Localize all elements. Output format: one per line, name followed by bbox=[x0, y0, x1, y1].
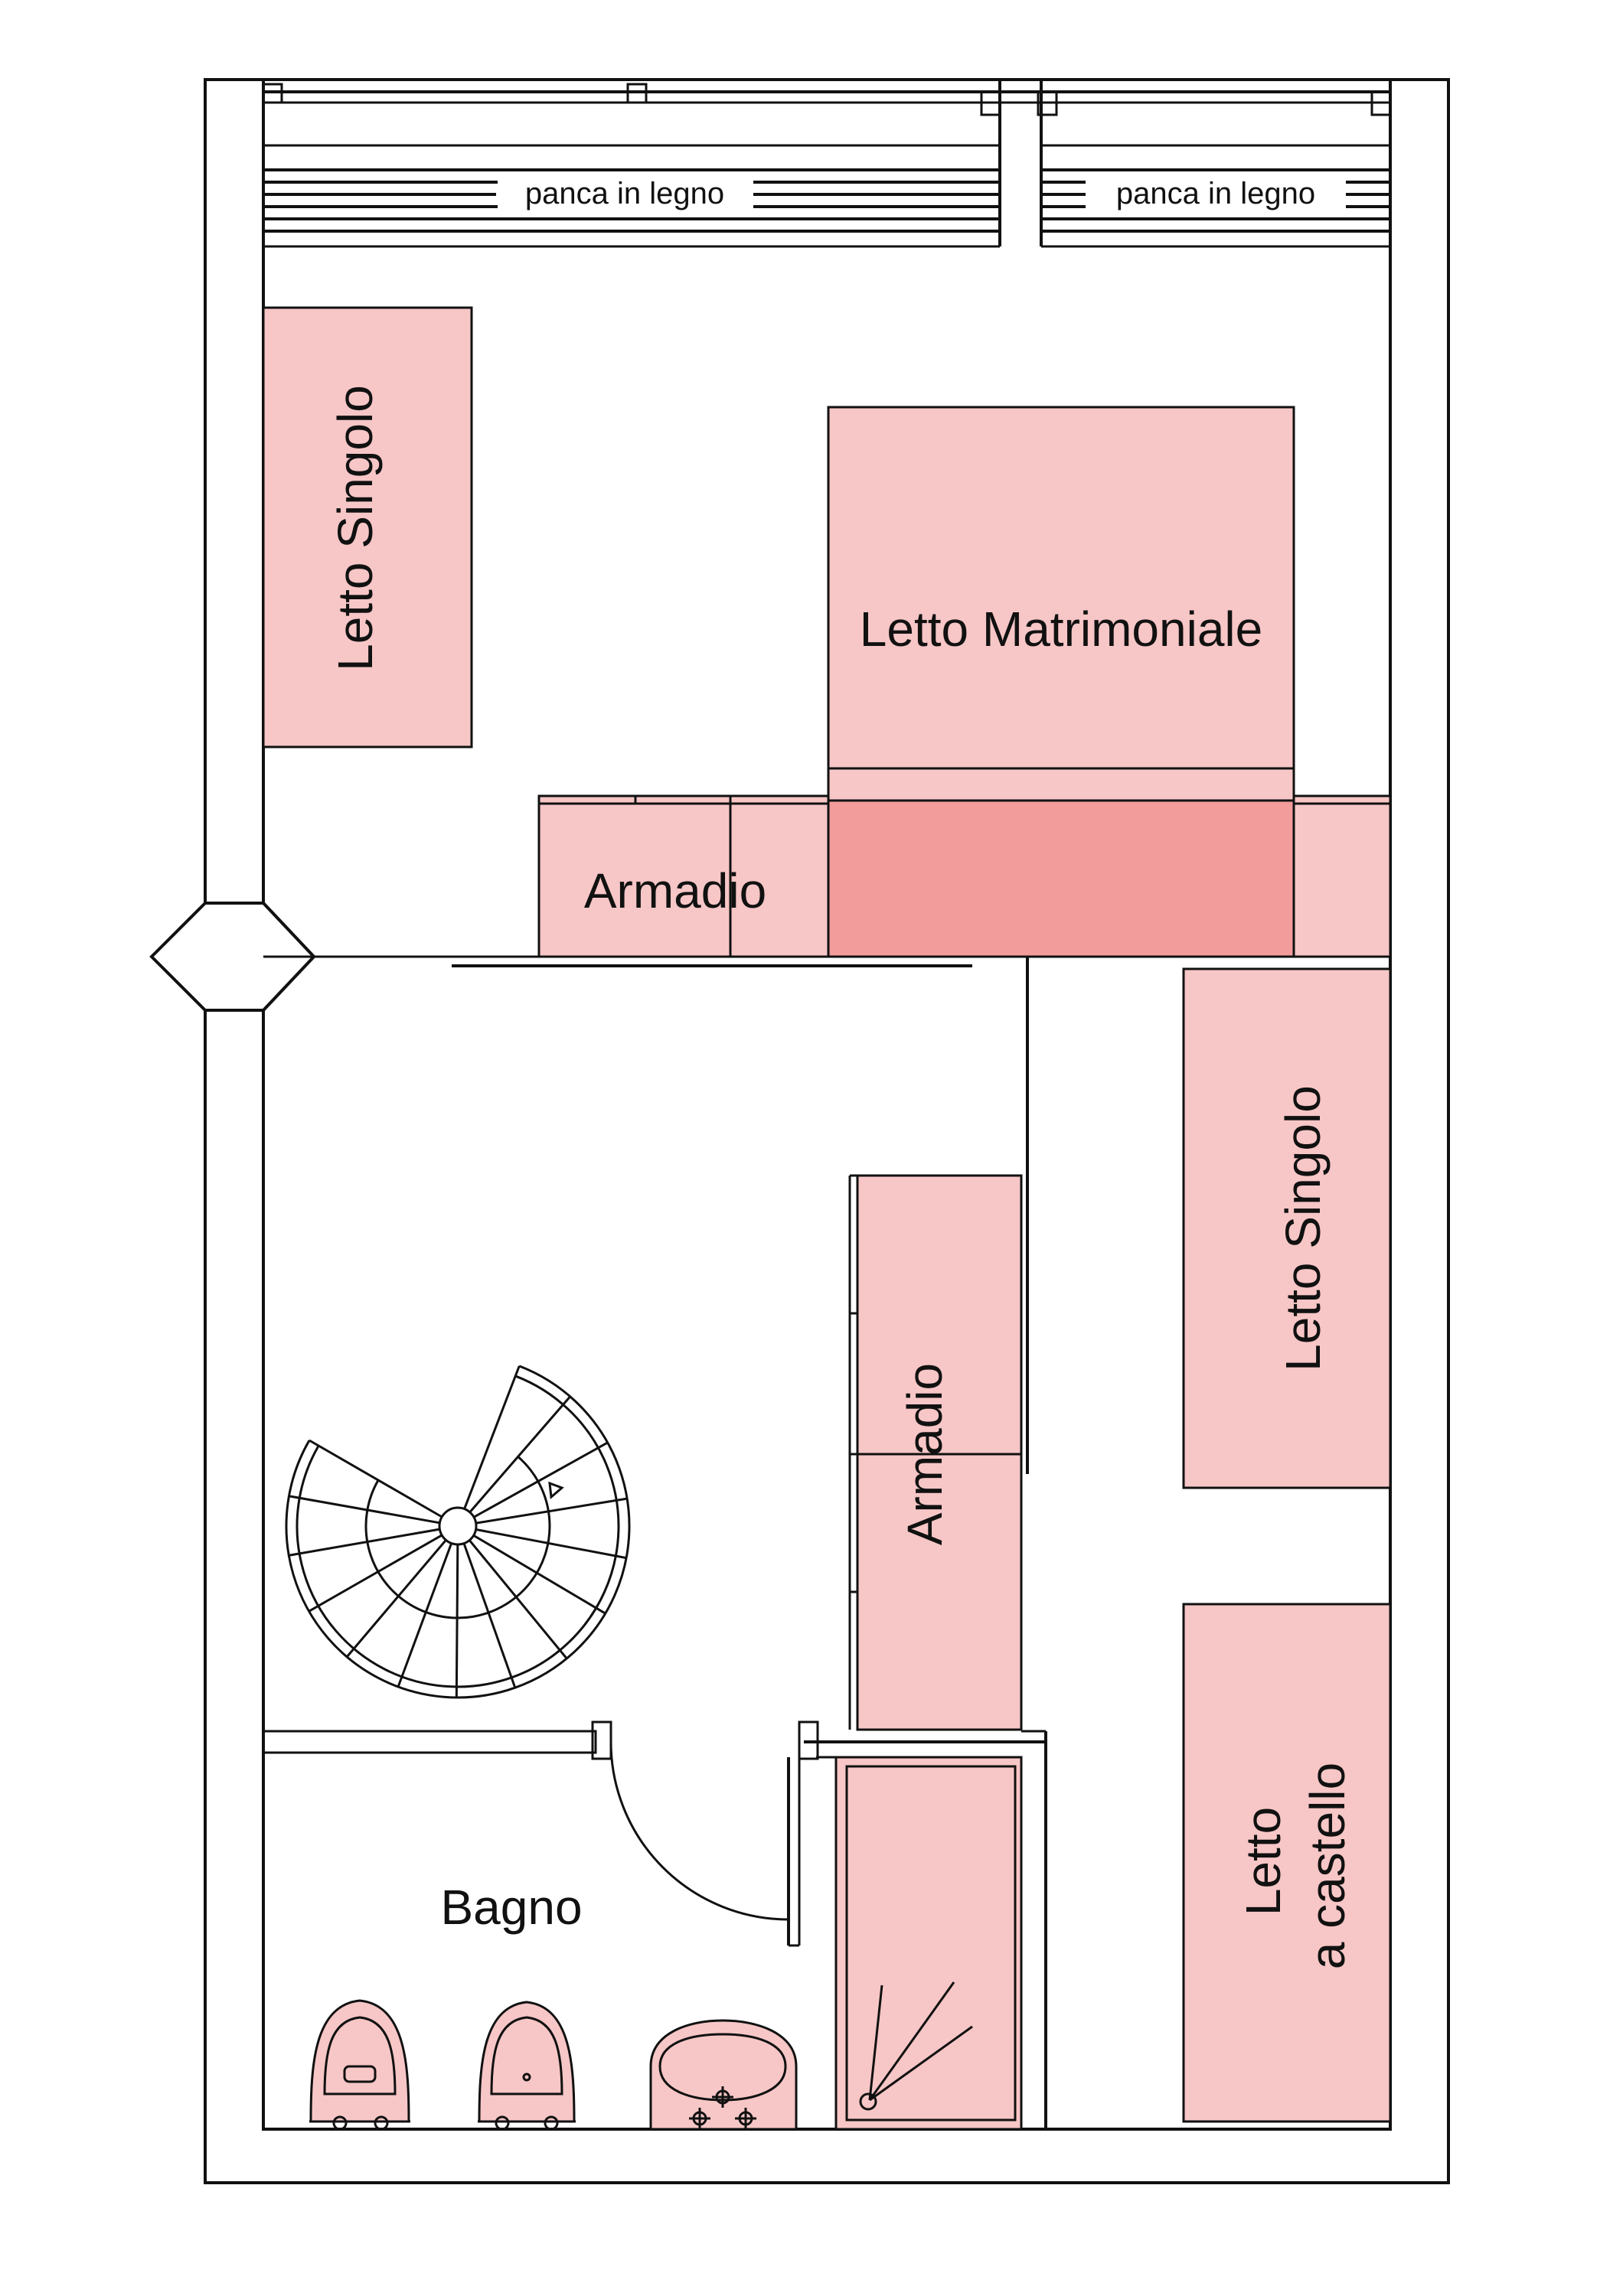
single-bed-right-label: Letto Singolo bbox=[1275, 1085, 1331, 1371]
spiral-staircase bbox=[285, 1365, 631, 1699]
bench-right-label: panca in legno bbox=[1116, 177, 1315, 210]
bathroom-door-swing bbox=[609, 1741, 789, 1921]
bunk-bed-label-line1: Letto bbox=[1236, 1807, 1291, 1916]
double-bed bbox=[827, 406, 1295, 770]
toilet bbox=[309, 1999, 410, 2131]
bathroom-label: Bagno bbox=[440, 1880, 582, 1935]
wardrobe-top bbox=[537, 767, 1392, 958]
single-bed-top-label: Letto Singolo bbox=[328, 385, 383, 671]
shower bbox=[834, 1756, 1023, 2131]
bidet bbox=[478, 2001, 576, 2131]
bunk-bed bbox=[1182, 1603, 1392, 2123]
bench-left: panca in legno bbox=[263, 144, 1000, 248]
single-bed-right bbox=[1182, 967, 1392, 1489]
double-bed-label: Letto Matrimoniale bbox=[860, 602, 1262, 657]
bench-right: panca in legno bbox=[1041, 144, 1390, 248]
wardrobe-top-label: Armadio bbox=[584, 863, 766, 918]
bunk-bed-label-line2: a castello bbox=[1300, 1763, 1355, 1969]
sink bbox=[649, 2019, 798, 2131]
window-rail bbox=[262, 83, 1392, 116]
single-bed-top bbox=[262, 306, 473, 748]
bench-left-label: panca in legno bbox=[525, 177, 724, 210]
wardrobe-center bbox=[848, 1174, 1023, 1731]
wardrobe-center-label: Armadio bbox=[897, 1363, 952, 1545]
wall-opening-diamond bbox=[149, 902, 316, 1012]
